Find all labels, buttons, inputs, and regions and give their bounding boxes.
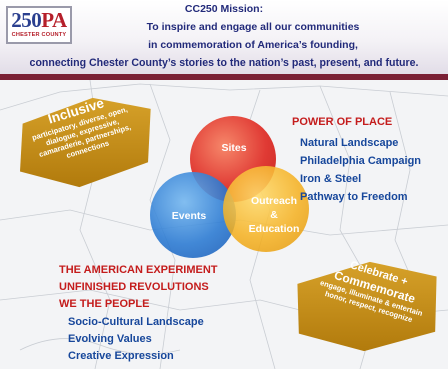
mission-header: 250PA CHESTER COUNTY CC250 Mission: To i…: [0, 0, 448, 74]
mission-line-1: To inspire and engage all our communitie…: [146, 21, 360, 33]
pop-item-iron-steel: Iron & Steel: [300, 173, 362, 185]
outreach-circle: [223, 166, 309, 252]
outreach-text: Outreach: [250, 195, 298, 207]
unfinished-revolutions-line: UNFINISHED REVOLUTIONS: [59, 281, 209, 293]
education-text: Education: [248, 223, 300, 235]
events-circle: [150, 172, 236, 258]
pop-item-pathway-to-freedom: Pathway to Freedom: [300, 191, 408, 203]
we-the-people-line: WE THE PEOPLE: [59, 298, 150, 310]
outreach-amp: &: [270, 209, 278, 221]
logo-mark: 250PA: [11, 8, 67, 32]
events-label: Events: [171, 210, 207, 222]
ae-item-creative-expression: Creative Expression: [68, 350, 174, 362]
ae-item-socio-cultural: Socio-Cultural Landscape: [68, 316, 204, 328]
mission-line-2: in commemoration of America’s founding,: [148, 39, 358, 51]
cc250-logo: 250PA CHESTER COUNTY: [6, 6, 72, 44]
pop-item-philadelphia-campaign: Philadelphia Campaign: [300, 155, 422, 167]
mission-title: CC250 Mission:: [184, 3, 264, 15]
outreach-label: Outreach & Education: [244, 194, 304, 236]
mission-line-3: connecting Chester County’s stories to t…: [29, 57, 419, 69]
ae-item-evolving-values: Evolving Values: [68, 333, 152, 345]
sites-label: Sites: [221, 142, 247, 154]
american-experiment-line: THE AMERICAN EXPERIMENT: [59, 264, 218, 276]
logo-subtitle: CHESTER COUNTY: [11, 32, 67, 38]
header-divider: [0, 74, 448, 80]
pop-item-natural-landscape: Natural Landscape: [300, 137, 399, 149]
power-of-place-title: POWER OF PLACE: [292, 116, 393, 128]
